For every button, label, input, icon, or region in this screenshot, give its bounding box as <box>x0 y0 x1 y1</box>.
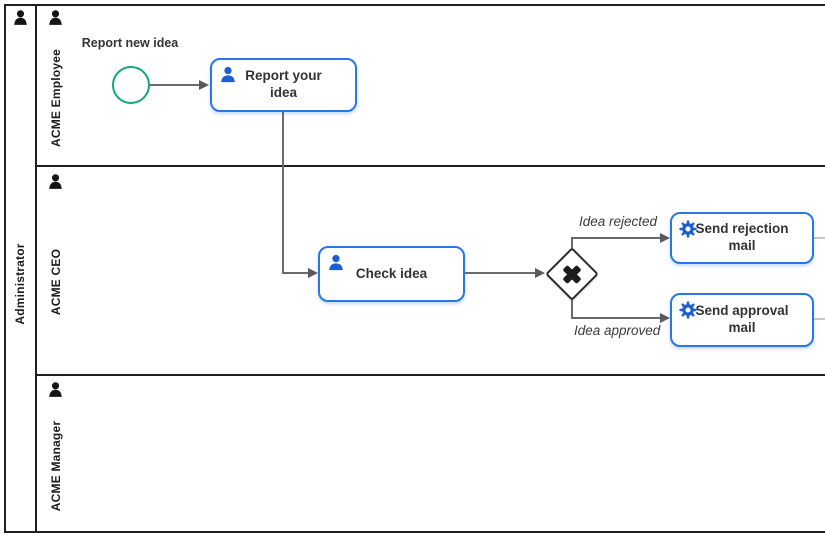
flow-segment[interactable] <box>571 297 573 319</box>
task-send-approval-mail[interactable]: Send approval mail <box>670 293 814 347</box>
lane-label-acme-employee: ACME Employee <box>49 49 63 147</box>
task-label: Check idea <box>355 265 428 281</box>
lane-acme-employee[interactable] <box>39 6 825 165</box>
flow-segment[interactable] <box>282 272 309 274</box>
flow-segment[interactable] <box>463 272 536 274</box>
user-icon <box>221 66 235 83</box>
flow-segment[interactable] <box>150 84 200 86</box>
lane-label-acme-manager: ACME Manager <box>49 420 63 512</box>
flow-segment[interactable] <box>282 110 284 274</box>
arrowhead-icon <box>308 268 318 278</box>
pool-label: Administrator <box>13 243 27 325</box>
user-icon <box>329 254 343 271</box>
lane-label-acme-ceo: ACME CEO <box>49 248 63 316</box>
arrowhead-icon <box>660 233 670 243</box>
task-send-rejection-mail[interactable]: Send rejection mail <box>670 212 814 264</box>
flow-stub <box>812 237 825 239</box>
task-label: Report your idea <box>245 68 322 100</box>
arrowhead-icon <box>660 313 670 323</box>
task-label: Send rejection mail <box>695 221 789 253</box>
flow-segment[interactable] <box>571 317 661 319</box>
task-check-idea[interactable]: Check idea <box>318 246 465 302</box>
flow-segment[interactable] <box>571 237 661 239</box>
lane-acme-manager[interactable] <box>39 376 825 533</box>
flow-label-idea-rejected[interactable]: Idea rejected <box>579 214 658 229</box>
start-event-label[interactable]: Report new idea <box>81 36 179 50</box>
flow-segment[interactable] <box>571 237 573 251</box>
task-label: Send approval mail <box>695 303 789 335</box>
lane-divider <box>37 374 825 376</box>
arrowhead-icon <box>535 268 545 278</box>
flow-stub <box>812 318 825 320</box>
flow-label-idea-approved[interactable]: Idea approved <box>574 323 661 338</box>
lane-divider <box>37 165 825 167</box>
gear-icon <box>679 220 697 238</box>
person-icon <box>14 10 27 25</box>
arrowhead-icon <box>199 80 209 90</box>
gear-icon <box>679 301 697 319</box>
person-icon <box>49 10 62 25</box>
lane-acme-ceo[interactable] <box>39 167 825 374</box>
pool-header[interactable]: Administrator <box>4 4 37 533</box>
person-icon <box>49 174 62 189</box>
start-event[interactable] <box>112 66 150 104</box>
person-icon <box>49 382 62 397</box>
x-marker-icon <box>560 262 584 286</box>
pool-administrator[interactable] <box>4 4 825 533</box>
task-report-your-idea[interactable]: Report your idea <box>210 58 357 112</box>
